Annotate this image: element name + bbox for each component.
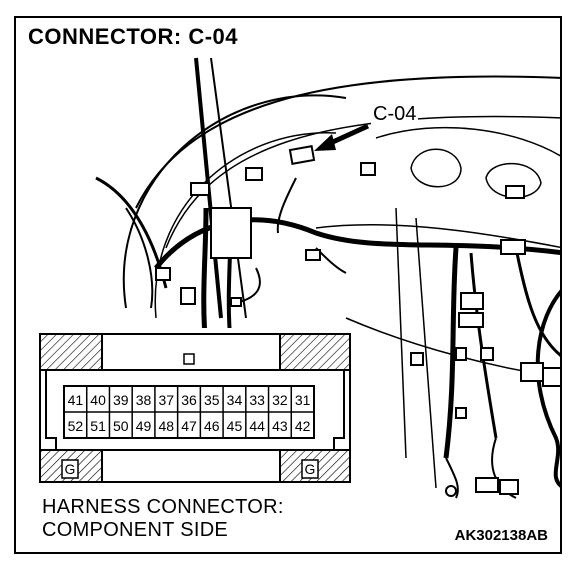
ground-label-left: G bbox=[65, 461, 76, 477]
caption-line-2: COMPONENT SIDE bbox=[42, 519, 229, 541]
harness-connector-face: 41 40 39 38 37 36 35 34 33 32 31 52 51 50 49 48 47 46 45 44… bbox=[16, 328, 356, 496]
hatch-top-left bbox=[39, 333, 103, 371]
pin-48: 48 bbox=[158, 418, 174, 434]
pin-45: 45 bbox=[227, 418, 243, 434]
pin-34: 34 bbox=[227, 392, 243, 408]
ground-box-left bbox=[61, 459, 79, 479]
pin-38: 38 bbox=[136, 392, 152, 408]
pin-37: 37 bbox=[158, 392, 174, 408]
callout-arrowhead bbox=[314, 134, 336, 151]
pin-32: 32 bbox=[272, 392, 288, 408]
hatch-top-right bbox=[279, 333, 351, 371]
page-title: CONNECTOR: C-04 bbox=[26, 24, 241, 50]
pin-33: 33 bbox=[249, 392, 265, 408]
pin-39: 39 bbox=[113, 392, 129, 408]
pin-49: 49 bbox=[136, 418, 152, 434]
vent-left bbox=[410, 148, 462, 188]
pin-52: 52 bbox=[68, 418, 84, 434]
pin-47: 47 bbox=[181, 418, 197, 434]
pin-46: 46 bbox=[204, 418, 220, 434]
vent-right bbox=[485, 162, 542, 199]
pin-51: 51 bbox=[90, 418, 106, 434]
main-harness bbox=[154, 217, 560, 270]
center-console bbox=[395, 207, 437, 489]
pin-44: 44 bbox=[249, 418, 265, 434]
figure-code: AK302138AB bbox=[454, 527, 548, 544]
dashboard-illustration: 41 40 39 38 37 36 35 34 33 32 31 52 51 50 49 48 47 46 45 44… bbox=[16, 57, 560, 499]
pin-40: 40 bbox=[90, 392, 106, 408]
instrument-cluster bbox=[375, 126, 560, 157]
pin-36: 36 bbox=[181, 392, 197, 408]
connector-c04 bbox=[288, 145, 316, 165]
ground-label-right: G bbox=[305, 461, 316, 477]
locking-tab bbox=[183, 353, 195, 365]
pin-41: 41 bbox=[68, 392, 84, 408]
caption-line-1: HARNESS CONNECTOR: bbox=[42, 496, 284, 518]
pin-50: 50 bbox=[113, 418, 129, 434]
dash-panel-line bbox=[315, 224, 560, 249]
right-harness bbox=[535, 289, 560, 488]
pin-31: 31 bbox=[295, 392, 311, 408]
pin-42: 42 bbox=[295, 418, 311, 434]
callout-label: C-04 bbox=[371, 103, 419, 126]
pin-35: 35 bbox=[204, 392, 220, 408]
ground-box-right bbox=[301, 459, 319, 479]
connector-caption: HARNESS CONNECTOR: COMPONENT SIDE bbox=[42, 496, 284, 542]
diagram-frame: 41 40 39 38 37 36 35 34 33 32 31 52 51 50 49 48 47 46 45 44… bbox=[14, 16, 562, 554]
pin-43: 43 bbox=[272, 418, 288, 434]
dash-top-curve-inner bbox=[165, 115, 560, 249]
steering-wheel-outer bbox=[122, 94, 347, 309]
